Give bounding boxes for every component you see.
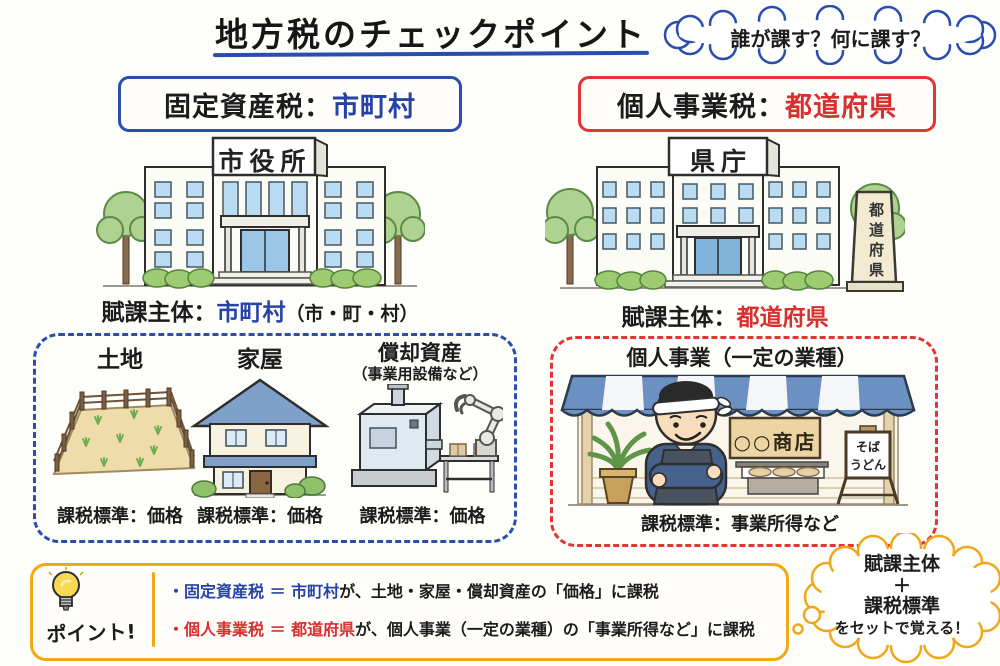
point-line-fixed-asset: ・固定資産税 ＝ 市町村が、土地・家屋・償却資産の「価格」に課税: [168, 578, 783, 602]
item-label-depreciable-assets: 償却資産: [378, 341, 462, 365]
subject-value: 都道府県: [736, 305, 829, 331]
point-box: [30, 563, 789, 661]
page-title: 地方税のチェックポイント: [215, 15, 647, 54]
fixed-asset-heading-label: 固定資産税：: [164, 91, 332, 123]
fixed-asset-heading-value: 市町村: [332, 91, 416, 123]
fixed-asset-items-box: [33, 333, 517, 543]
bubble-line-4: をセットで覚える！: [834, 619, 970, 637]
question-cloud-icon: [663, 5, 997, 65]
city-hall-sign-text: 市役所: [218, 147, 312, 176]
fixed-asset-subject-line: 賦課主体：市町村（市・町・村）: [95, 293, 425, 327]
shop-sign-text: ○○商店: [733, 430, 817, 454]
item-note-depreciable-assets: （事業用設備など）: [352, 365, 488, 383]
personal-business-heading-label: 個人事業税：: [617, 91, 785, 123]
subject-label: 賦課主体：: [101, 300, 217, 326]
question-cloud-text: 誰が課す？何に課す？: [730, 27, 931, 51]
menu-sign-text: そば うどん: [846, 438, 890, 474]
point-line-1-rest: が、土地・家屋・償却資産の「価格」に課税: [339, 582, 659, 601]
point-line-2-rest: が、個人事業（一定の業種）の「事業所得など」に課税: [355, 620, 755, 639]
subject-label: 賦課主体：: [621, 305, 737, 331]
bubble-line-3: 課税標準: [863, 595, 940, 617]
personal-business-box-title: 個人事業（一定の業種）: [626, 346, 858, 370]
subject-note: （市・町・村）: [285, 303, 419, 325]
point-line-personal-business: ・個人事業税 ＝ 都道府県が、個人事業（一定の業種）の「事業所得など」に課税: [168, 616, 783, 640]
menu-line-1: そば: [855, 440, 880, 454]
item-label-land: 土地: [97, 347, 143, 373]
bubble-line-1: 賦課主体: [863, 553, 940, 575]
item-standard-land: 課税標準：価格: [57, 506, 183, 527]
thought-bubble-icon: [792, 533, 1000, 664]
personal-business-standard: 課税標準：事業所得など: [641, 514, 839, 535]
personal-business-subject-line: 賦課主体：都道府県: [545, 298, 905, 332]
point-box-divider: [152, 572, 155, 647]
personal-business-tax-heading: 個人事業税：都道府県: [578, 76, 936, 132]
point-line-2-highlight: ・個人事業税 ＝ 都道府県: [168, 620, 356, 639]
title-underline: [212, 50, 650, 58]
prefecture-office-sign-text: 県庁: [689, 147, 752, 176]
prefecture-office-illustration: [545, 136, 905, 292]
item-label-house: 家屋: [237, 347, 283, 373]
personal-business-heading-value: 都道府県: [785, 91, 897, 123]
shop-illustration: [560, 374, 916, 506]
subject-value: 市町村: [216, 300, 286, 326]
fixed-asset-tax-heading: 固定資産税：市町村: [118, 76, 462, 132]
menu-line-2: うどん: [849, 458, 886, 472]
bubble-line-2: ＋: [893, 576, 911, 597]
machinery-illustration: [351, 384, 503, 493]
monument-sign-text: 都道府県: [867, 202, 885, 282]
land-illustration: [52, 387, 196, 476]
personal-business-box: [550, 336, 938, 547]
city-hall-illustration: [96, 136, 425, 289]
item-standard-depreciable-assets: 課税標準：価格: [359, 506, 486, 527]
lightbulb-icon: [48, 567, 84, 611]
house-illustration: [190, 378, 330, 498]
point-box-label: ポイント!: [46, 619, 137, 647]
item-standard-house: 課税標準：価格: [197, 506, 323, 527]
point-line-1-highlight: ・固定資産税 ＝ 市町村: [168, 582, 340, 601]
